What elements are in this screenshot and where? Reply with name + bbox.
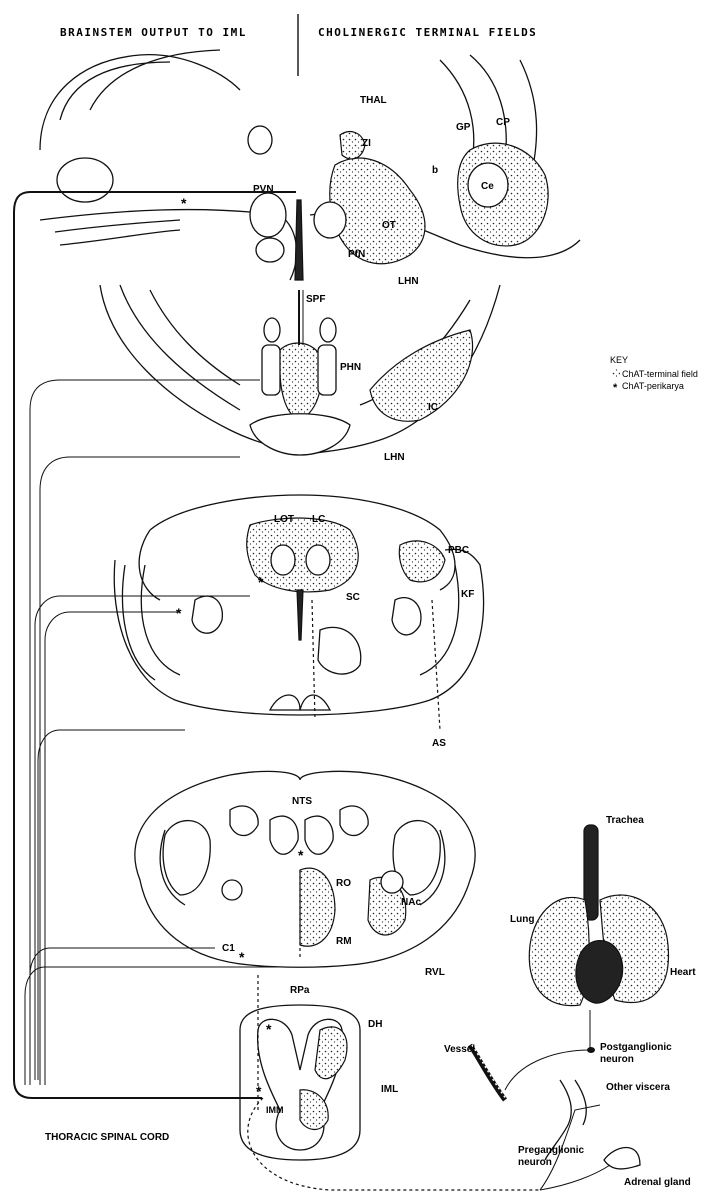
label-nts: NTS <box>292 796 312 807</box>
header-right: CHOLINERGIC TERMINAL FIELDS <box>318 26 537 39</box>
label-c1: C1 <box>222 943 235 954</box>
organ-panel: Trachea Lung Heart Vessel Postganglionic… <box>444 815 696 1190</box>
label-phn: PHN <box>340 362 361 373</box>
svg-text:*: * <box>239 949 245 965</box>
label-spf: SPF <box>306 294 325 305</box>
label-heart: Heart <box>670 967 696 978</box>
label-rm: RM <box>336 936 352 947</box>
label-pbc: PBC <box>448 545 469 556</box>
label-ic: IC <box>428 402 438 413</box>
key-perikarya-marker: * <box>613 382 618 394</box>
section-medulla: NTS RO NAc RM C1 RVL RPa * * <box>135 771 475 996</box>
terminal-field-pbc <box>399 541 445 582</box>
label-as: AS <box>432 738 446 749</box>
hypothalamus-blob-low <box>256 238 284 262</box>
label-other-viscera: Other viscera <box>606 1082 670 1093</box>
label-ro: RO <box>336 878 351 889</box>
terminal-field-dh <box>315 1027 347 1079</box>
svg-text:*: * <box>258 574 264 590</box>
key-terminal-field: ChAT-terminal field <box>622 369 698 379</box>
terminal-field-ic <box>370 330 473 421</box>
svg-text:*: * <box>176 605 182 621</box>
label-adrenal-gland: Adrenal gland <box>624 1177 691 1188</box>
section-pons: LOT LC PBC KF SC AS * * <box>114 495 483 749</box>
label-postganglionic-2: neuron <box>600 1054 634 1065</box>
label-sc: SC <box>346 592 360 603</box>
svg-text:*: * <box>256 1083 262 1099</box>
label-preganglionic-2: neuron <box>518 1157 552 1168</box>
key-title: KEY <box>610 355 628 365</box>
label-rpa: RPa <box>290 985 310 996</box>
terminal-field-ro <box>300 868 335 946</box>
svg-text:*: * <box>298 847 304 863</box>
label-preganglionic: Preganglionic <box>518 1145 585 1156</box>
label-kf: KF <box>461 589 474 600</box>
terminal-field-phn <box>280 343 322 420</box>
label-vessel: Vessel <box>444 1044 475 1055</box>
label-ot: OT <box>382 220 396 231</box>
hypothalamus-blob-top <box>248 126 272 154</box>
label-lhn-top: LHN <box>398 276 419 287</box>
legend-key: KEY ChAT-terminal field * ChAT-perikarya <box>610 355 698 394</box>
section-midbrain: SPF PHN IC LHN <box>100 285 500 463</box>
terminal-field-iml <box>300 1090 328 1130</box>
label-rvl: RVL <box>425 967 445 978</box>
label-lhn-mid: LHN <box>384 452 405 463</box>
perikarya-marker: * <box>181 195 187 211</box>
label-pfn: PfN <box>348 249 365 260</box>
third-ventricle <box>295 200 303 280</box>
label-gp: GP <box>456 122 471 133</box>
header-left: BRAINSTEM OUTPUT TO IML <box>60 26 247 39</box>
label-ce: Ce <box>481 181 494 192</box>
label-dh: DH <box>368 1019 382 1030</box>
label-cp: CP <box>496 117 510 128</box>
section-hypothalamus: THAL ZI GP CP PVN Ce b PfN OT LHN * <box>40 50 580 287</box>
hypothalamus-blob-left <box>250 193 286 237</box>
vessel-shape <box>470 1045 505 1100</box>
label-imm: IMM <box>266 1105 284 1115</box>
label-lung: Lung <box>510 914 534 925</box>
key-perikarya: ChAT-perikarya <box>622 381 684 391</box>
label-iml: IML <box>381 1084 398 1095</box>
label-lot: LOT <box>274 514 294 525</box>
hypothalamus-blob-right <box>314 202 346 238</box>
label-pvn: PVN <box>253 184 274 195</box>
label-b: b <box>432 165 438 176</box>
label-thal: THAL <box>360 95 387 106</box>
hypothalamus-lobe <box>57 158 113 202</box>
section-spinal-cord: DH IML IMM THORACIC SPINAL CORD * * <box>45 1005 398 1160</box>
key-terminal-field-swatch <box>611 369 620 377</box>
midbrain-base <box>250 414 350 455</box>
label-postganglionic: Postganglionic <box>600 1042 672 1053</box>
label-trachea: Trachea <box>606 815 644 826</box>
svg-text:*: * <box>266 1021 272 1037</box>
label-nac: NAc <box>401 897 421 908</box>
label-zi: ZI <box>362 138 371 149</box>
label-lc: LC <box>312 514 325 525</box>
phn-right <box>318 345 336 395</box>
phn-left <box>262 345 280 395</box>
label-spinal-cord: THORACIC SPINAL CORD <box>45 1132 169 1143</box>
